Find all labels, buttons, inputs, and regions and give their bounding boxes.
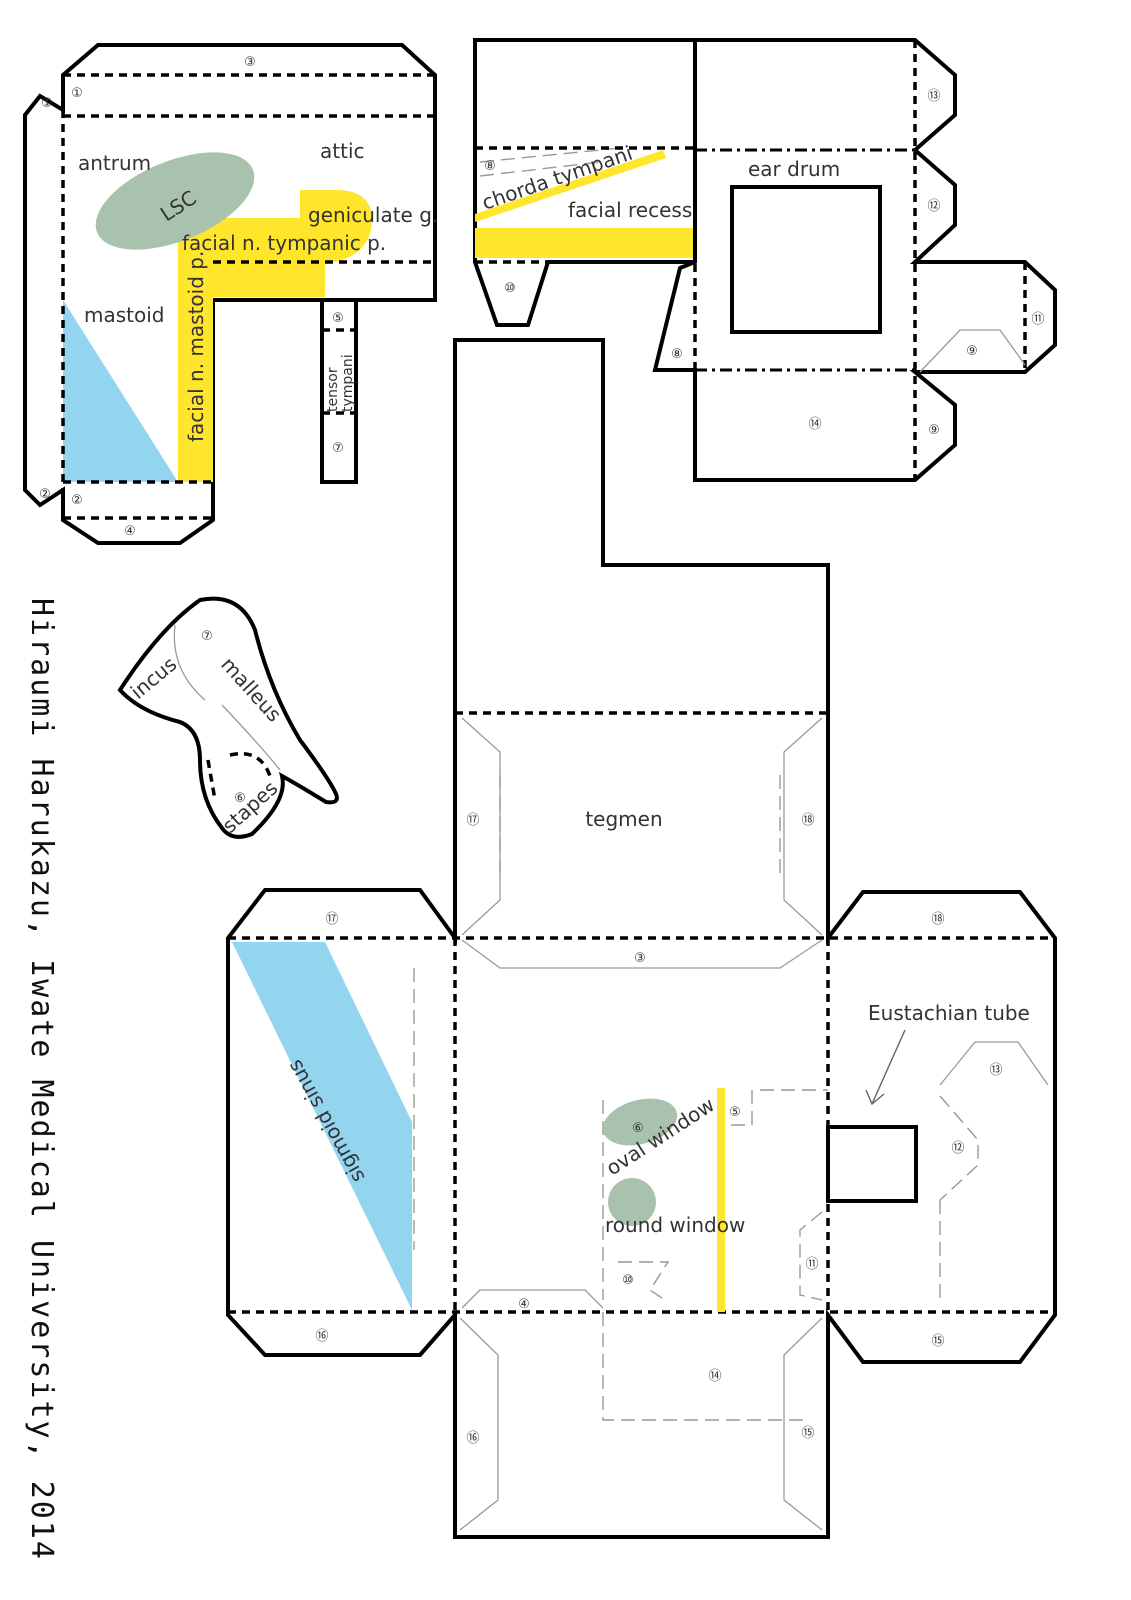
tegmen-label: tegmen [585,807,662,831]
tab-18-guide [783,717,823,936]
tab-number-1: ① [41,96,53,111]
geniculate-ganglion-region [178,190,372,262]
tab-number-8: ⑧ [484,159,496,174]
tensor-label: tensor [325,367,341,412]
tab-number-11: ⑪ [1031,312,1044,327]
facial-nerve-mastoid-segment [178,245,213,482]
eustachian-tube-cutout [826,1125,918,1203]
tympani-label: tympani [340,354,356,412]
tab-number-3: ③ [244,55,256,70]
tab-number-15: ⑮ [931,1334,944,1349]
tab-number-1: ① [71,86,83,101]
tab-number-8: ⑧ [671,347,683,362]
eustachian-arrow [871,1029,906,1105]
tab-12-guide [939,1095,979,1201]
incus-malleus-joint [173,624,206,701]
tab-number-14: ⑭ [708,1369,721,1384]
eustachian-arrowhead [865,1089,885,1106]
tab-5-guide [728,1090,753,1126]
tab-number-13: ⑬ [989,1063,1002,1078]
tab-number-16: ⑯ [466,1431,479,1446]
tab-number-4: ④ [124,524,136,539]
malleus-handle-line [221,704,281,771]
tab-number-17: ⑰ [466,813,479,828]
tab-number-2: ② [39,487,51,502]
tensor-tympani-strip [320,298,358,484]
mastoid-air-cells-region [63,300,178,482]
stapes-fold [206,751,272,801]
tab-10-guide [618,1261,670,1303]
mastoid-segment-label: facial n. mastoid p. [184,251,208,442]
lateral-semicircular-canal [95,152,255,250]
tab-16-guide [459,1317,499,1531]
mastoid-label: mastoid [84,303,165,327]
guide-line [479,147,621,163]
round-window-label: round window [605,1213,745,1237]
mastoid-attic-piece: antrum attic LSC geniculate g. facial n.… [23,43,438,545]
tab-15-guide [783,1317,823,1531]
ear-drum-piece: chorda tympani facial recess ⑧ ⑩ ear dru… [473,38,1057,482]
tab-number-5: ⑤ [332,311,344,326]
tab-number-10: ⑩ [504,281,516,296]
tab-number-2: ② [71,493,83,508]
tab-number-11: ⑪ [805,1257,818,1272]
tab-number-9: ⑨ [966,344,978,359]
facial-nerve-medial-wall [717,1088,725,1312]
ear-drum-panel [652,38,1057,482]
antrum-label: antrum [78,151,151,175]
geniculate-label: geniculate g. [308,203,438,227]
ossicle-outline [117,596,339,839]
chorda-tympani-band [475,150,666,222]
tab-number-17: ⑰ [325,912,338,927]
facial-recess-label: facial recess [568,198,692,222]
tab-number-9: ⑨ [928,423,940,438]
facial-nerve-recess-band [475,228,695,258]
tab-14-guide [602,1312,805,1421]
tab-13-guide [939,1041,1049,1086]
round-window [608,1178,656,1226]
tab-number-14: ⑭ [808,417,821,432]
tab-9-guide [919,329,1026,373]
tab-number-10: ⑩ [622,1273,634,1288]
tab-number-5: ⑤ [729,1105,741,1120]
sigmoid-sinus-region [232,942,412,1310]
tab-number-15: ⑮ [801,1426,814,1441]
tab-3-guide [461,939,823,969]
tab-number-6: ⑥ [234,791,246,806]
tab-number-7: ⑦ [332,441,344,456]
tab-number-7: ⑦ [201,629,213,644]
tympanic-segment-label: facial n. tympanic p. [182,231,386,255]
tab-number-12: ⑫ [927,199,940,214]
tab-number-4: ④ [518,1297,530,1312]
ear-drum-window-cutout [730,185,882,334]
tab-number-6: ⑥ [632,1121,644,1136]
attic-label: attic [320,139,365,163]
oval-window [602,1098,678,1146]
ear-drum-label: ear drum [748,157,840,181]
eustachian-tube-label: Eustachian tube [868,1001,1030,1025]
tab-number-12: ⑫ [951,1141,964,1156]
tab-number-3: ③ [634,951,646,966]
ossicle-chain: incus malleus stapes ⑦ ⑥ [117,596,339,839]
main-box-net: tegmen sigmoid sinus Eustachian tube ova… [226,338,1057,1539]
tab-number-16: ⑯ [315,1329,328,1344]
tab-number-18: ⑱ [801,813,814,828]
tab-number-18: ⑱ [931,912,944,927]
author-credit: Hiraumi Harukazu, Iwate Medical Universi… [24,598,59,1561]
tab-4-guide [461,1289,604,1309]
tab-number-13: ⑬ [927,89,940,104]
facial-nerve-tympanic-segment [213,260,325,297]
